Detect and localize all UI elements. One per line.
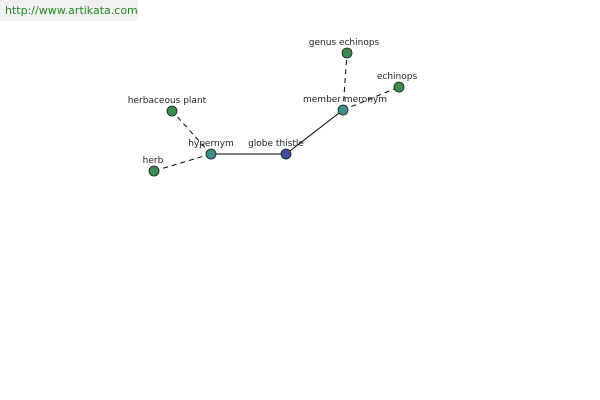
node-circle-echinops[interactable]	[393, 81, 405, 93]
url-banner: http://www.artikata.com	[0, 0, 138, 21]
node-herbaceous-plant[interactable]: herbaceous plant	[128, 96, 207, 117]
node-member-meronym[interactable]: member meronym	[303, 95, 387, 116]
node-label-genus-echinops: genus echinops	[309, 38, 380, 48]
graph-nodes: globe thistle hypernym member meronym herba…	[128, 38, 418, 177]
node-label-globe-thistle: globe thistle	[248, 139, 304, 149]
node-circle-member-meronym[interactable]	[337, 104, 349, 116]
edge-member-meronym-to-echinops	[342, 86, 400, 111]
node-herb[interactable]: herb	[143, 156, 164, 177]
site-url-link[interactable]: http://www.artikata.com	[5, 4, 138, 17]
node-echinops[interactable]: echinops	[377, 72, 418, 93]
node-label-echinops: echinops	[377, 72, 418, 82]
node-hypernym[interactable]: hypernym	[188, 139, 234, 160]
node-circle-hypernym[interactable]	[205, 148, 217, 160]
edge-hypernym-to-herb	[153, 153, 212, 172]
edge-hypernym-to-herbaceous-plant	[171, 110, 212, 155]
node-circle-herbaceous-plant[interactable]	[166, 105, 178, 117]
node-genus-echinops[interactable]: genus echinops	[309, 38, 380, 59]
node-circle-genus-echinops[interactable]	[341, 47, 353, 59]
node-circle-herb[interactable]	[148, 165, 160, 177]
edge-member-meronym-to-genus-echinops	[342, 52, 348, 111]
node-globe-thistle[interactable]: globe thistle	[248, 139, 304, 160]
node-label-herb: herb	[143, 156, 164, 166]
node-label-herbaceous-plant: herbaceous plant	[128, 96, 207, 106]
node-label-hypernym: hypernym	[188, 139, 234, 149]
node-label-member-meronym: member meronym	[303, 95, 387, 105]
node-circle-globe-thistle[interactable]	[280, 148, 292, 160]
edge-globe-thistle-to-member-meronym	[285, 109, 344, 155]
graph-edges	[153, 52, 400, 172]
